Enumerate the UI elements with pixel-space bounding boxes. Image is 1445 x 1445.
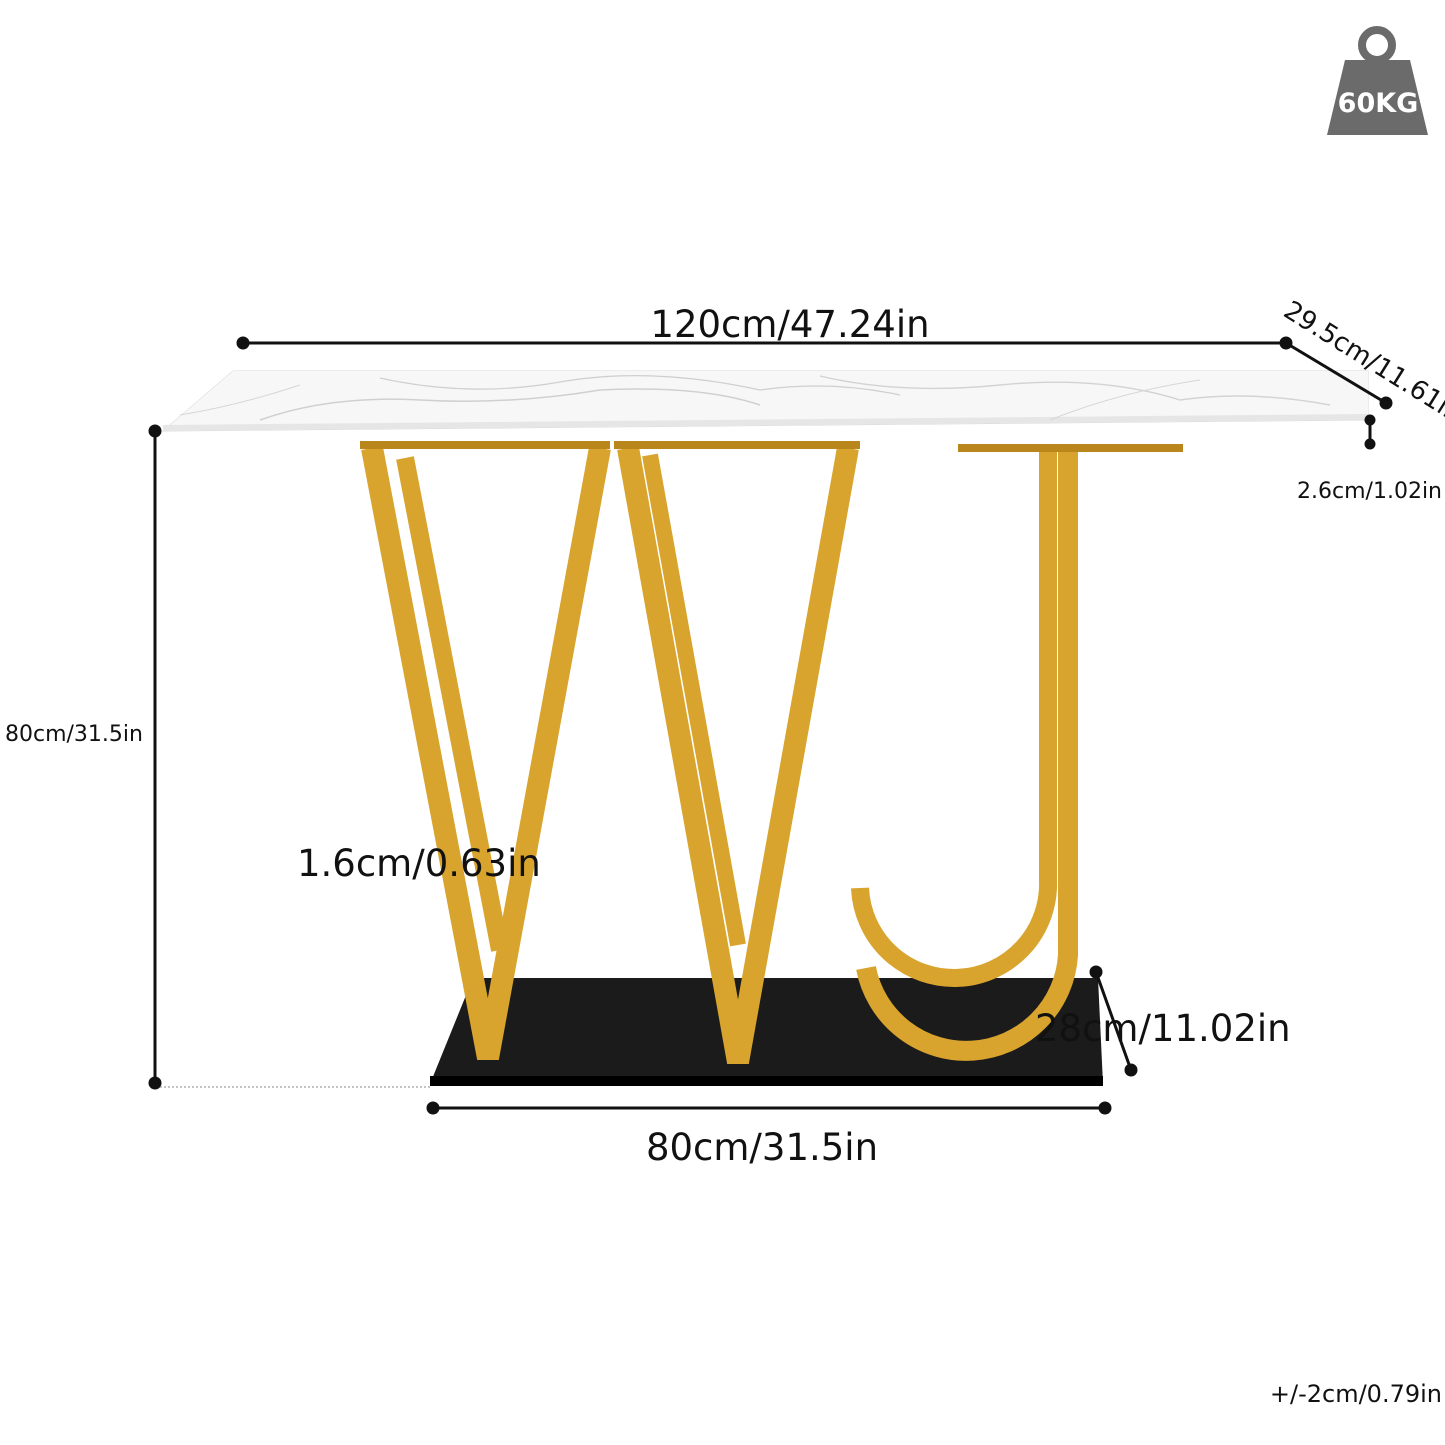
weight-label: 60KG — [1338, 88, 1419, 119]
weight-badge: 60KG — [1327, 26, 1428, 135]
base-depth-label: 28cm/11.02in — [1035, 1007, 1291, 1050]
top-thickness-label: 2.6cm/1.02in — [1297, 479, 1442, 504]
dimension-lines — [148, 336, 1393, 1115]
weight-icon — [1327, 26, 1428, 135]
top-length-label: 120cm/47.24in — [650, 303, 929, 346]
w-frame — [360, 441, 860, 1064]
tolerance-label: +/-2cm/0.79in — [1270, 1380, 1442, 1408]
base-plate — [430, 978, 1103, 1086]
height-label: 80cm/31.5in — [5, 722, 143, 747]
table-top — [161, 370, 1369, 432]
base-length-label: 80cm/31.5in — [646, 1126, 878, 1169]
j-frame — [851, 444, 1183, 1061]
frame-tube-label: 1.6cm/0.63in — [297, 842, 541, 885]
